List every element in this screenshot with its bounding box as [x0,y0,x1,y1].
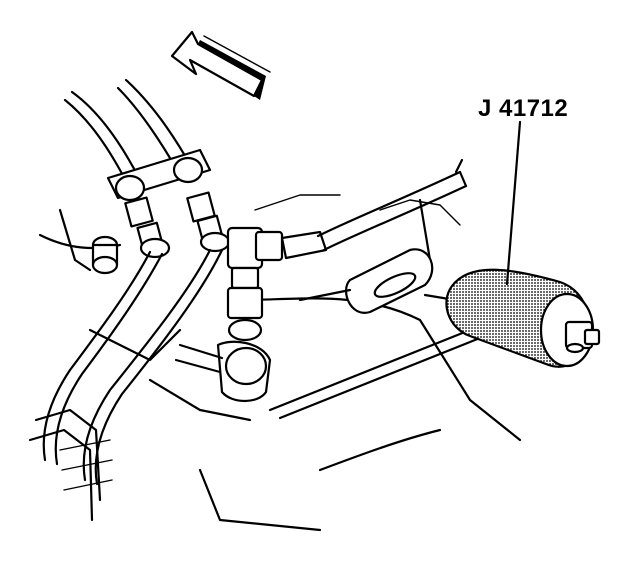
tool-callout-label: J 41712 [478,95,569,122]
fuel-fitting-left [124,196,171,259]
lower-fitting-nut [174,340,272,403]
tee-fitting [226,158,468,342]
engine-block-outline [38,194,522,532]
fuel-fitting-right [186,191,231,253]
fuel-lines-lower [28,248,224,522]
special-tool-j41712 [445,268,601,368]
line-clamp [106,148,212,202]
direction-arrow-icon [170,30,271,100]
mounting-bolt [91,235,119,275]
slotted-link [298,248,457,314]
callout-leader-line [505,120,522,286]
